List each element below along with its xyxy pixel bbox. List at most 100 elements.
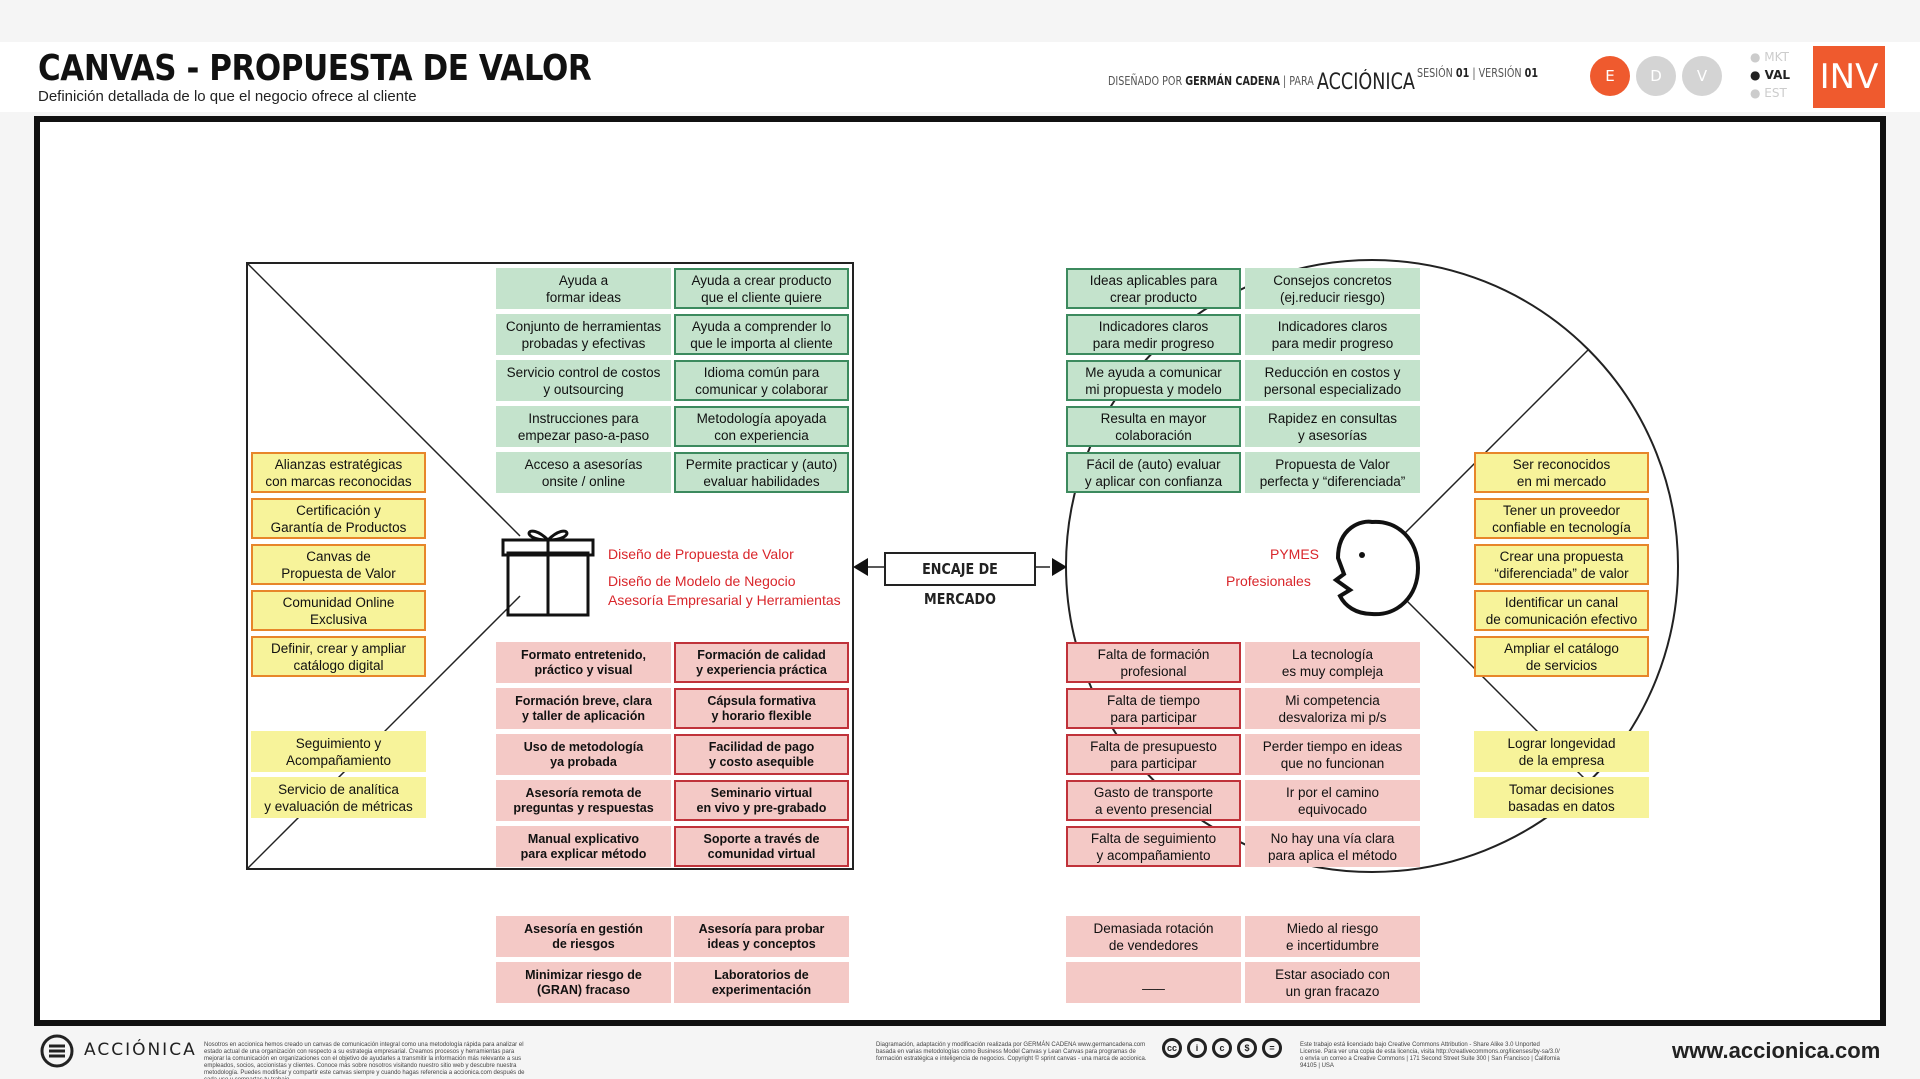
footer-credits-text: Diagramación, adaptación y modificación … — [876, 1042, 1147, 1062]
customer-pain-note[interactable]: Falta de tiempo para participar — [1066, 688, 1241, 729]
customer-pain-note[interactable]: Ir por el camino equivocado — [1245, 780, 1420, 821]
customer-pain-note[interactable]: Perder tiempo en ideas que no funcionan — [1245, 734, 1420, 775]
cc-by-icon: i — [1187, 1038, 1207, 1058]
pain-reliever-note[interactable]: Formación de calidad y experiencia práct… — [674, 642, 849, 683]
pain-reliever-note[interactable]: Formato entretenido, práctico y visual — [496, 642, 671, 683]
gain-creator-note[interactable]: Instrucciones para empezar paso-a-paso — [496, 406, 671, 447]
pain-reliever-note[interactable]: Seminario virtual en vivo y pre-grabado — [674, 780, 849, 821]
customer-gain-note[interactable]: Indicadores claros para medir progreso — [1066, 314, 1241, 355]
gain-creator-note[interactable]: Acceso a asesorías onsite / online — [496, 452, 671, 493]
customer-gain-note[interactable]: Me ayuda a comunicar mi propuesta y mode… — [1066, 360, 1241, 401]
footer-license-text: Este trabajo está licenciado bajo Creati… — [1300, 1042, 1560, 1069]
customer-extra-note[interactable]: Estar asociado con un gran fracazo — [1245, 962, 1420, 1003]
fit-arrow-left-head — [853, 558, 868, 576]
pain-reliever-note[interactable]: Cápsula formativa y horario flexible — [674, 688, 849, 729]
header: CANVAS - PROPUESTA DE VALOR Definición d… — [0, 42, 1920, 112]
customer-pain-note[interactable]: Gasto de transporte a evento presencial — [1066, 780, 1241, 821]
version-number: 01 — [1524, 66, 1538, 80]
session-number: 01 — [1455, 66, 1470, 80]
value-map-square — [246, 262, 854, 870]
pain-reliever-note[interactable]: Asesoría remota de preguntas y respuesta… — [496, 780, 671, 821]
customer-job-note[interactable]: Tener un proveedor confiable en tecnolog… — [1474, 498, 1649, 539]
gift-icon — [501, 529, 595, 617]
segment-profesionales: Profesionales — [1226, 573, 1311, 589]
footer: ACCIÓNICA Nosotros en accionica hemos cr… — [0, 1030, 1920, 1079]
inv-badge: INV — [1813, 46, 1885, 108]
label-business-model: Diseño de Modelo de Negocio — [608, 573, 796, 589]
fit-arrow-right-head — [1052, 558, 1067, 576]
customer-gain-note[interactable]: Rapidez en consultas y asesorías — [1245, 406, 1420, 447]
customer-gain-note[interactable]: Fácil de (auto) evaluar y aplicar con co… — [1066, 452, 1241, 493]
cc-nc-icon: $ — [1237, 1038, 1257, 1058]
customer-gain-note[interactable]: Reducción en costos y personal especiali… — [1245, 360, 1420, 401]
accionica-logo-icon — [40, 1034, 74, 1068]
customer-job-note[interactable]: Ampliar el catálogo de servicios — [1474, 636, 1649, 677]
segment-pymes: PYMES — [1270, 546, 1320, 562]
customer-pain-note[interactable]: Falta de formación profesional — [1066, 642, 1241, 683]
page-title: CANVAS - PROPUESTA DE VALOR — [38, 48, 592, 89]
gain-creator-note[interactable]: Ayuda a formar ideas — [496, 268, 671, 309]
value-extra-note[interactable]: Laboratorios de experimentación — [674, 962, 849, 1003]
product-service-note[interactable]: Definir, crear y ampliar catálogo digita… — [251, 636, 426, 677]
pain-reliever-note[interactable]: Soporte a través de comunidad virtual — [674, 826, 849, 867]
customer-pain-note[interactable]: Falta de presupuesto para participar — [1066, 734, 1241, 775]
customer-job-note[interactable]: Ser reconocidos en mi mercado — [1474, 452, 1649, 493]
product-service-note[interactable]: Alianzas estratégicas con marcas reconoc… — [251, 452, 426, 493]
gain-creator-note[interactable]: Metodología apoyada con experiencia — [674, 406, 849, 447]
level-est[interactable]: ● EST — [1750, 86, 1787, 100]
customer-gain-note[interactable]: Indicadores claros para medir progreso — [1245, 314, 1420, 355]
customer-gain-note[interactable]: Propuesta de Valor perfecta y “diferenci… — [1245, 452, 1420, 493]
customer-extra-note[interactable]: ___ — [1066, 962, 1241, 1003]
value-extra-note[interactable]: Asesoría para probar ideas y conceptos — [674, 916, 849, 957]
gain-creator-note[interactable]: Permite practicar y (auto) evaluar habil… — [674, 452, 849, 493]
footer-about-text: Nosotros en accionica hemos creado un ca… — [204, 1042, 525, 1079]
footer-logo: ACCIÓNICA — [84, 1040, 197, 1060]
gain-creator-note[interactable]: Ayuda a comprender lo que le importa al … — [674, 314, 849, 355]
customer-job-note[interactable]: Identificar un canal de comunicación efe… — [1474, 590, 1649, 631]
cc-nd-icon: = — [1262, 1038, 1282, 1058]
product-service-note[interactable]: Canvas de Propuesta de Valor — [251, 544, 426, 585]
product-service-note[interactable]: Seguimiento y Acompañamiento — [251, 731, 426, 772]
gain-creator-note[interactable]: Servicio control de costos y outsourcing — [496, 360, 671, 401]
cc-sa-icon: c — [1212, 1038, 1232, 1058]
product-service-note[interactable]: Certificación y Garantía de Productos — [251, 498, 426, 539]
designer-info: DISEÑADO POR GERMÁN CADENA | PARA ACCIÓN… — [1108, 70, 1415, 95]
market-fit-label: ENCAJE DE MERCADO — [884, 552, 1036, 608]
gain-creator-note[interactable]: Idioma común para comunicar y colaborar — [674, 360, 849, 401]
customer-job-note[interactable]: Lograr longevidad de la empresa — [1474, 731, 1649, 772]
customer-pain-note[interactable]: Mi competencia desvaloriza mi p/s — [1245, 688, 1420, 729]
customer-gain-note[interactable]: Resulta en mayor colaboración — [1066, 406, 1241, 447]
customer-job-note[interactable]: Crear una propuesta “diferenciada” de va… — [1474, 544, 1649, 585]
gain-creator-note[interactable]: Ayuda a crear producto que el cliente qu… — [674, 268, 849, 309]
face-icon — [1332, 519, 1421, 617]
customer-pain-note[interactable]: No hay una vía clara para aplica el méto… — [1245, 826, 1420, 867]
customer-extra-note[interactable]: Miedo al riesgo e incertidumbre — [1245, 916, 1420, 957]
stage-d-button[interactable]: D — [1636, 56, 1676, 96]
footer-url-link[interactable]: www.accionica.com — [1672, 1038, 1881, 1063]
product-service-note[interactable]: Comunidad Online Exclusiva — [251, 590, 426, 631]
customer-extra-note[interactable]: Demasiada rotación de vendedores — [1066, 916, 1241, 957]
level-mkt[interactable]: ● MKT — [1750, 50, 1789, 64]
stage-e-button[interactable]: E — [1590, 56, 1630, 96]
brand-name: ACCIÓNICA — [1316, 70, 1415, 95]
value-extra-note[interactable]: Asesoría en gestión de riesgos — [496, 916, 671, 957]
pain-reliever-note[interactable]: Uso de metodología ya probada — [496, 734, 671, 775]
pain-reliever-note[interactable]: Facilidad de pago y costo asequible — [674, 734, 849, 775]
value-extra-note[interactable]: Minimizar riesgo de (GRAN) fracaso — [496, 962, 671, 1003]
stage-v-button[interactable]: V — [1682, 56, 1722, 96]
page-subtitle: Definición detallada de lo que el negoci… — [38, 88, 417, 105]
gain-creator-note[interactable]: Conjunto de herramientas probadas y efec… — [496, 314, 671, 355]
customer-gain-note[interactable]: Ideas aplicables para crear producto — [1066, 268, 1241, 309]
customer-pain-note[interactable]: Falta de seguimiento y acompañamiento — [1066, 826, 1241, 867]
pain-reliever-note[interactable]: Manual explicativo para explicar método — [496, 826, 671, 867]
customer-pain-note[interactable]: La tecnología es muy compleja — [1245, 642, 1420, 683]
level-val[interactable]: ● VAL — [1750, 68, 1791, 82]
value-map-diagonal-top — [246, 262, 521, 537]
cc-icon: cc — [1162, 1038, 1182, 1058]
level-list: ● MKT ● VAL ● EST — [1750, 48, 1790, 102]
pain-reliever-note[interactable]: Formación breve, clara y taller de aplic… — [496, 688, 671, 729]
customer-job-note[interactable]: Tomar decisiones basadas en datos — [1474, 777, 1649, 818]
product-service-note[interactable]: Servicio de analítica y evaluación de mé… — [251, 777, 426, 818]
customer-gain-note[interactable]: Consejos concretos (ej.reducir riesgo) — [1245, 268, 1420, 309]
